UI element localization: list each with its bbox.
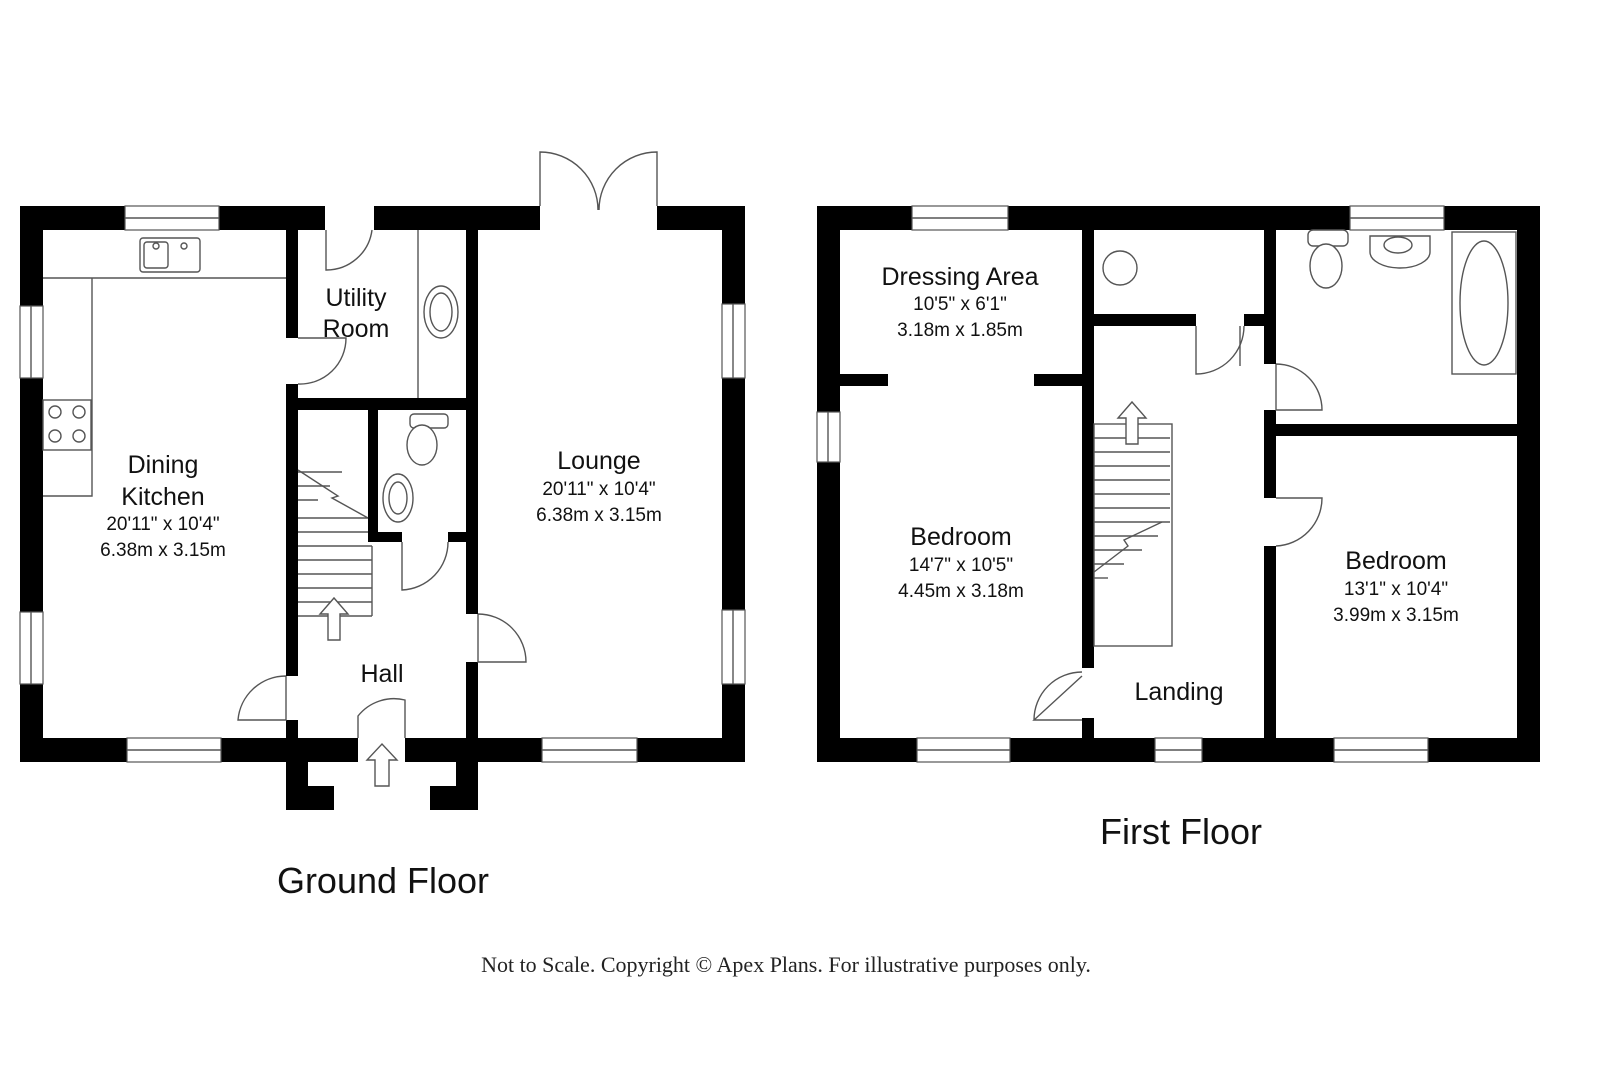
room-dim-imperial-dining-kitchen: 20'11" x 10'4": [106, 514, 219, 535]
room-dim-metric-dressing-area: 3.18m x 1.85m: [897, 320, 1023, 341]
disclaimer: Not to Scale. Copyright © Apex Plans. Fo…: [481, 952, 1091, 977]
entrance-arrow-icon: [365, 742, 399, 787]
room-dim-metric-bedroom-1: 4.45m x 3.18m: [898, 581, 1024, 602]
room-name-dining-kitchen-line1: Dining: [128, 451, 199, 479]
ground-floor-title: Ground Floor: [277, 860, 489, 901]
stairs-up-arrow-icon: [1116, 400, 1148, 445]
room-dim-metric-lounge: 6.38m x 3.15m: [536, 505, 662, 526]
room-dim-imperial-dressing-area: 10'5" x 6'1": [913, 294, 1007, 315]
first-floor-plan: [816, 205, 1540, 763]
room-labels: Dining Kitchen 20'11" x 10'4" 6.38m x 3.…: [100, 263, 1459, 706]
room-name-bedroom-1: Bedroom: [910, 523, 1011, 551]
room-name-hall: Hall: [360, 660, 403, 688]
room-name-lounge: Lounge: [557, 447, 640, 475]
room-dim-metric-bedroom-2: 3.99m x 3.15m: [1333, 605, 1459, 626]
room-name-dining-kitchen-line2: Kitchen: [121, 483, 204, 511]
first-floor-title: First Floor: [1100, 811, 1262, 852]
room-name-landing: Landing: [1135, 678, 1224, 706]
room-name-dressing-area: Dressing Area: [881, 263, 1038, 291]
room-name-utility-line2: Room: [323, 315, 390, 343]
room-dim-imperial-bedroom-2: 13'1" x 10'4": [1344, 579, 1448, 600]
room-name-bedroom-2: Bedroom: [1345, 547, 1446, 575]
room-dim-imperial-lounge: 20'11" x 10'4": [542, 479, 655, 500]
ground-floor-plan: [19, 151, 746, 810]
room-dim-metric-dining-kitchen: 6.38m x 3.15m: [100, 540, 226, 561]
stairs-up-arrow-icon: [318, 596, 350, 641]
room-name-utility-line1: Utility: [325, 284, 387, 312]
room-dim-imperial-bedroom-1: 14'7" x 10'5": [909, 555, 1013, 576]
